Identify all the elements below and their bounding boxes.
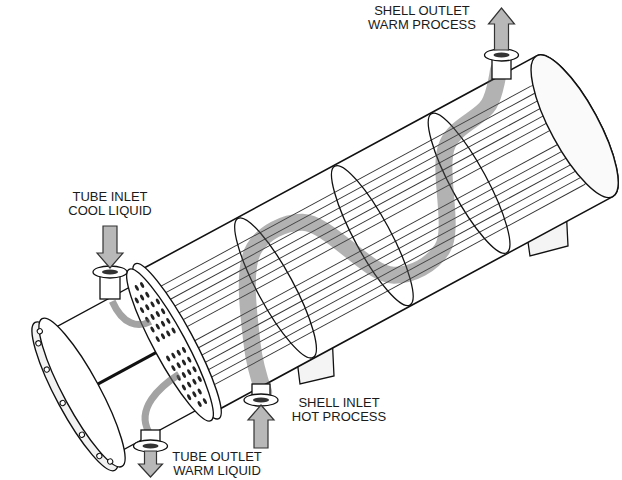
tube-hole [139,294,145,301]
nozzle-bore [143,443,159,448]
tube-hole [202,398,208,405]
flow-arrow [97,226,123,268]
tube-hole [160,333,166,340]
tube-hole [139,307,145,314]
callout-label: SHELL OUTLET WARM PROCESS [364,4,480,32]
tube [166,115,546,320]
tube-hole [197,375,203,382]
bolt [78,431,85,438]
tube-hole [181,359,187,366]
tube-hole [134,297,140,304]
tube [162,108,542,313]
bolt [107,458,114,465]
tube-hole [192,391,198,398]
nozzle-flange [485,49,519,61]
flow-arrow [489,8,515,50]
tube-hole [160,308,166,315]
tube-hole [186,381,192,388]
nozzle [485,49,519,79]
tube-hole [165,330,171,337]
nozzles [93,49,519,452]
exchanger-body [17,37,622,480]
tube [173,129,553,334]
tube-hole [139,282,145,289]
tube-hole [186,369,192,376]
nozzle [93,266,127,299]
flow-arrow [139,451,163,477]
callout-label: SHELL INLET HOT PROCESS [288,396,390,424]
shell [139,44,622,411]
tube-hole [165,317,171,324]
shell-end-cap [515,44,622,208]
tube-flow-out [131,374,196,431]
tube-hole [155,298,161,305]
tube-hole [134,284,140,291]
tube-hole [181,371,187,378]
bolt [35,340,42,347]
nozzle-bore [253,397,269,402]
tube-hole [186,394,192,401]
tube-hole [176,349,182,356]
tube-hole [197,388,203,395]
tube-hole [192,378,198,385]
tube-hole [197,400,203,407]
tube-hole [150,301,156,308]
tube [169,122,549,327]
bolt [43,366,50,373]
tube-sheet [115,262,225,429]
cover-flange [26,310,138,475]
shell-flow-path [182,70,580,393]
bolt [59,400,66,407]
tube-hole [155,336,161,343]
bolt [96,453,103,460]
tube-hole [165,355,171,362]
tube-hole [186,356,192,363]
tube [158,101,538,306]
flow-arrow [248,405,274,448]
tube-hole [181,384,187,391]
tube-hole [145,291,151,298]
tube-hole [171,327,177,334]
tube-hole [150,313,156,320]
tube-hole [171,352,177,359]
bolt [36,328,43,335]
nozzle-bore [102,269,118,274]
tube-hole [155,323,161,330]
callout-label: TUBE INLET COOL LIQUID [65,190,155,218]
nozzle-flange [134,440,168,452]
tube-hole [144,304,150,311]
tube-hole [181,346,187,353]
tube-hole [176,362,182,369]
tube-hole [155,311,161,318]
tube-hole [192,366,198,373]
callout-label: TUBE OUTLET WARM LIQUID [168,450,266,478]
tube-hole [160,320,166,327]
tube-hole [150,326,156,333]
nozzle-bore [494,52,510,57]
nozzle [134,430,168,452]
nozzle [244,384,278,406]
flow-arrows [97,8,515,477]
tube-hole [171,365,177,372]
